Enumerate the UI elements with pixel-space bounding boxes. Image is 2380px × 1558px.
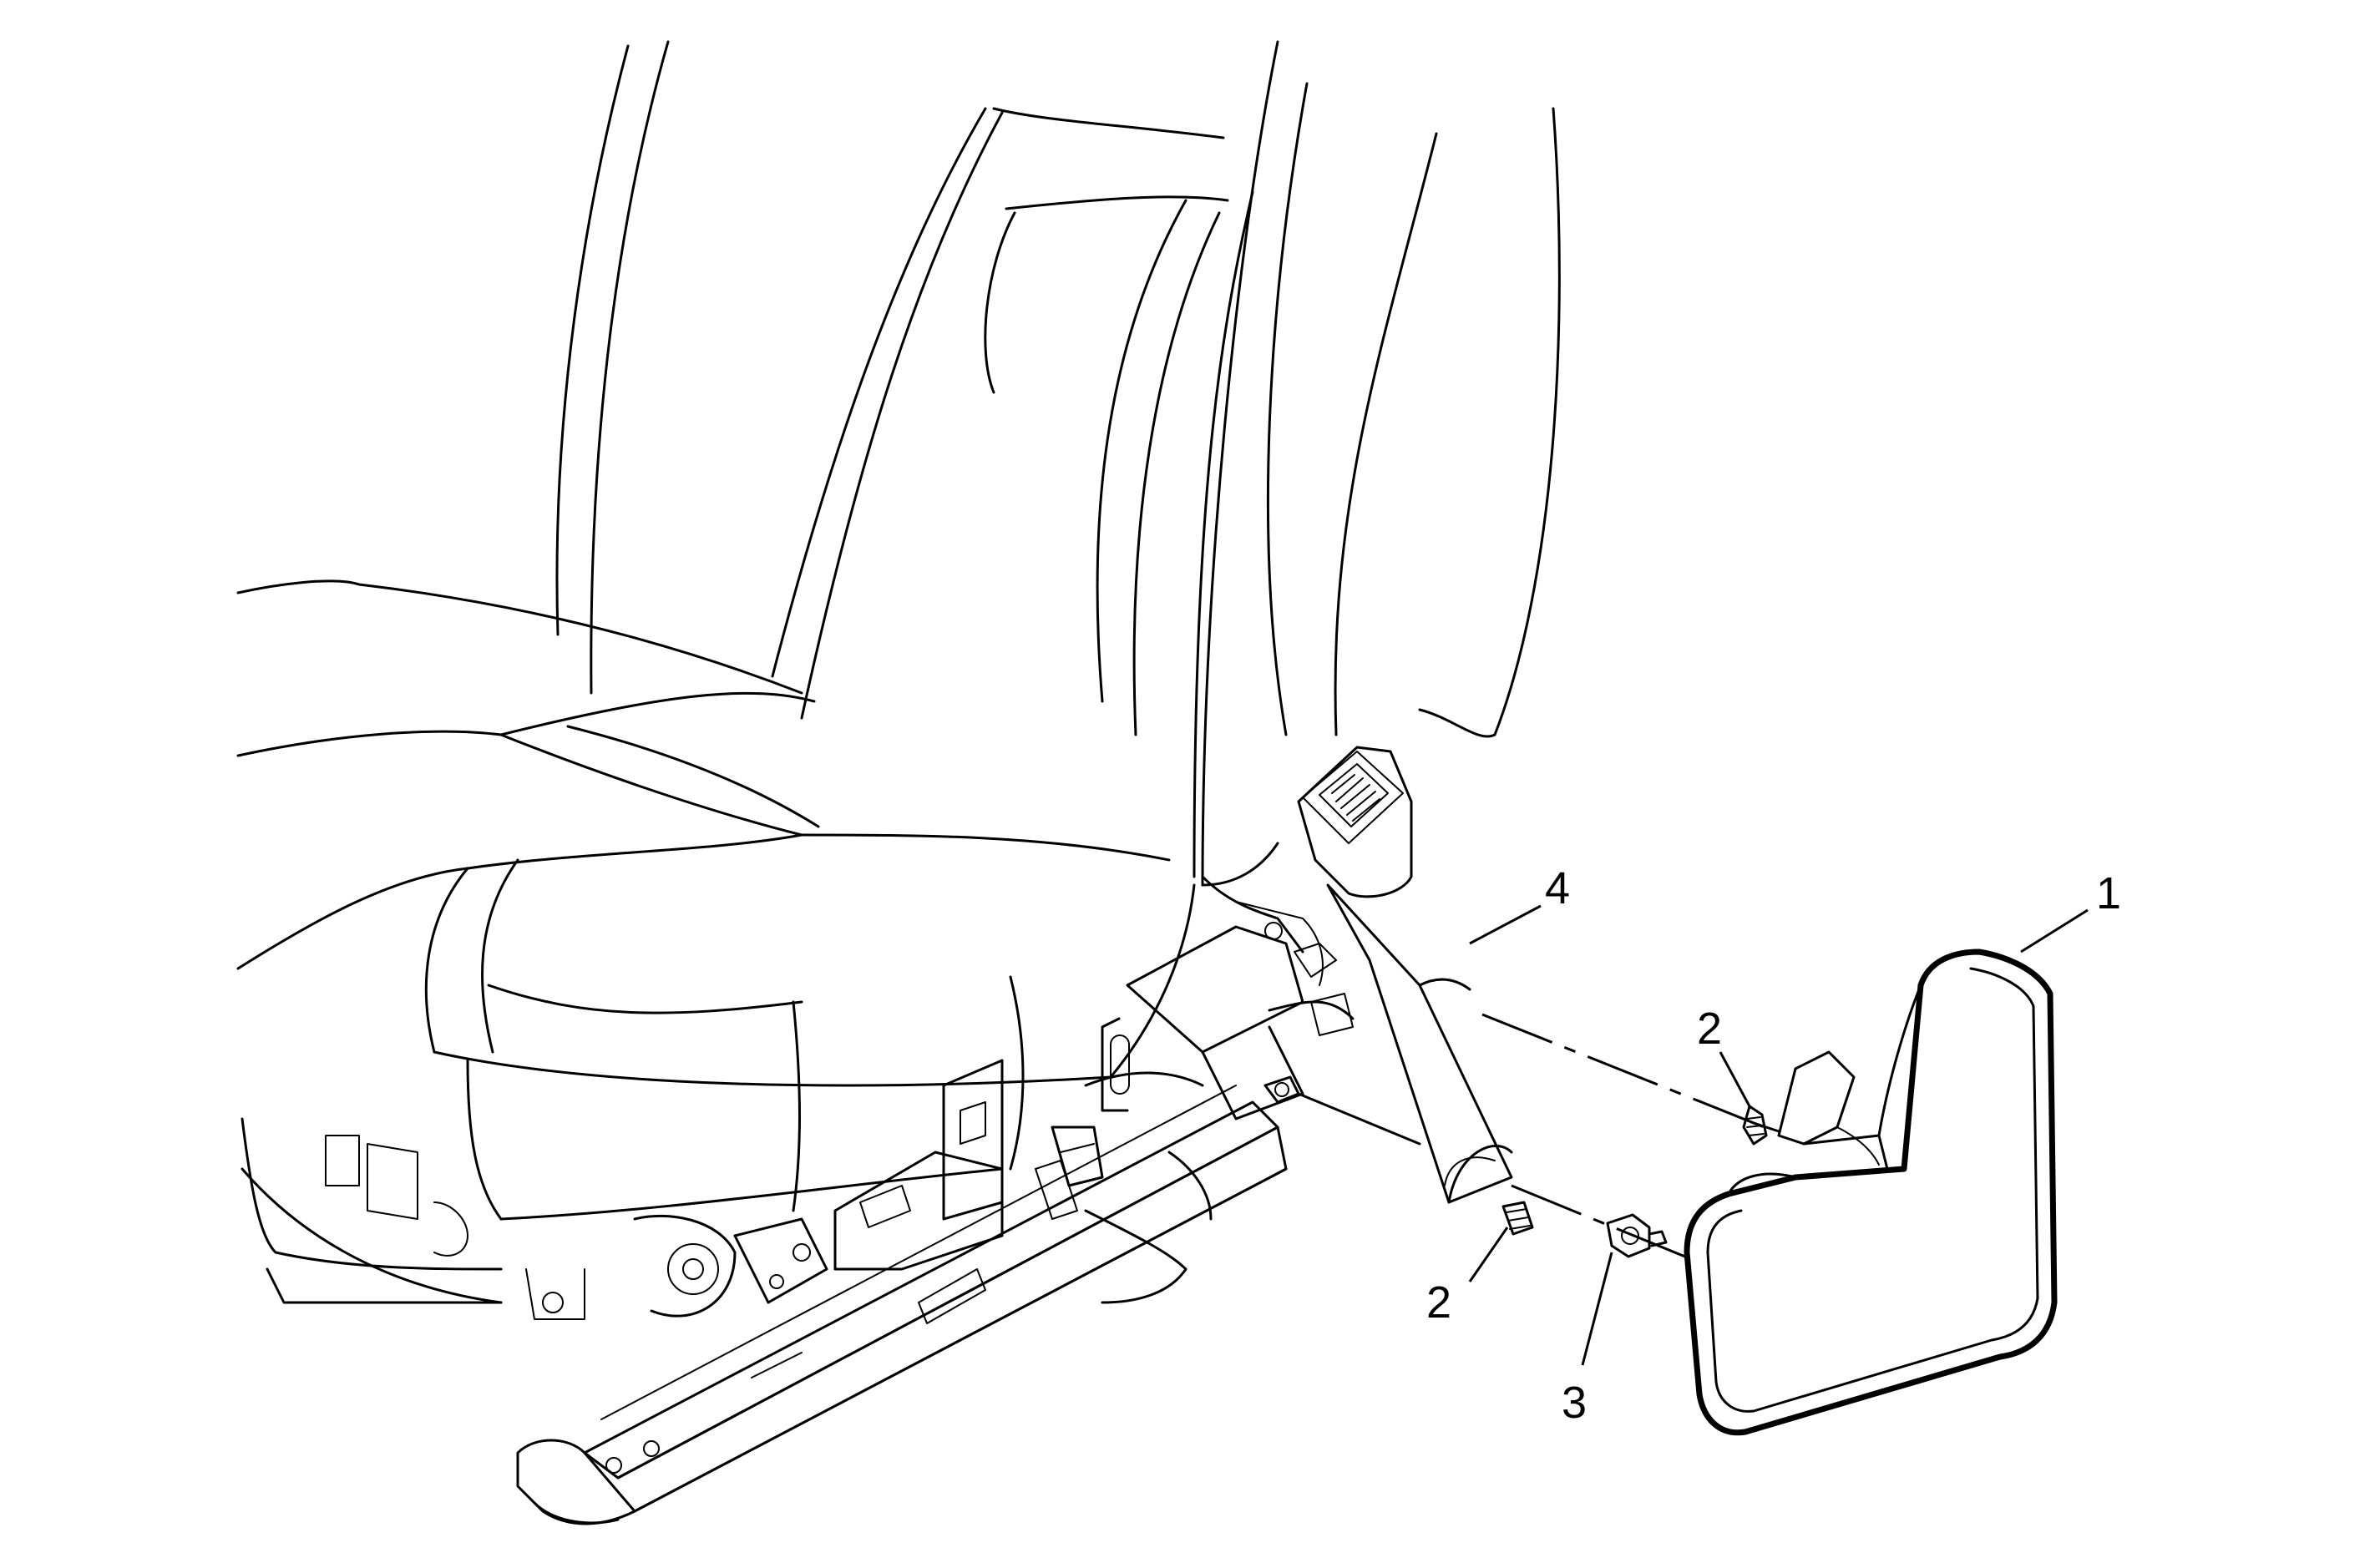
assembly-lines [1297,1013,1775,1262]
seat-cushion [236,579,1196,1221]
assembly-line-upper [1481,1013,1775,1133]
seat-frame [241,875,1355,1320]
assembly-line-lower [1511,1184,1696,1262]
seat-back [555,40,1561,887]
callout-2-upper: 2 [1697,1004,1722,1054]
seat-belt-buckle [1297,746,1513,1204]
callout-1: 1 [2096,868,2121,918]
callout-2-lower: 2 [1426,1277,1451,1328]
callout-3: 3 [1562,1378,1587,1428]
buckle-cover [1684,948,2058,1436]
callout-leaders [1468,904,2089,1366]
callout-4: 4 [1545,863,1570,913]
seat-track [516,1085,1288,1525]
nut [1606,1213,1668,1258]
retainer-lower [1501,1201,1534,1236]
